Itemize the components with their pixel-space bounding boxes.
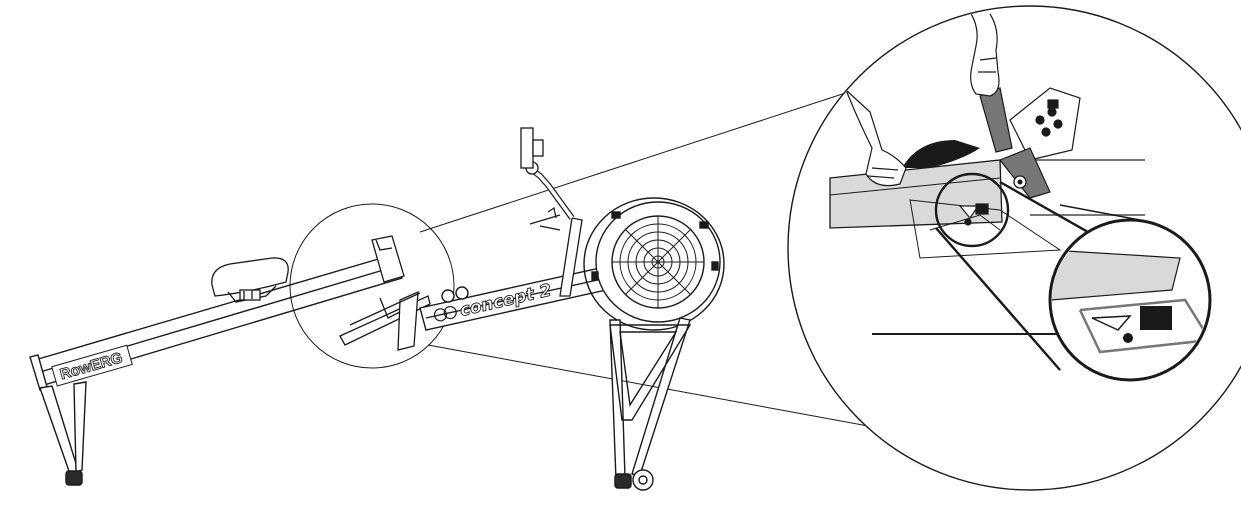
detail-circle-small: [289, 203, 455, 369]
hand-right: [969, 11, 1000, 97]
flywheel-housing: [583, 197, 725, 331]
rear-legs: [609, 317, 692, 491]
detail-view-content: [829, 11, 1212, 382]
performance-monitor: [520, 127, 544, 169]
handle: [529, 207, 561, 231]
seat: [211, 257, 289, 303]
foot-stretcher-small: [339, 290, 431, 351]
brand-logo-text: concept 2: [458, 280, 554, 321]
hand-left: [845, 89, 907, 187]
front-leg: [39, 381, 87, 486]
monitor-arm: [525, 161, 583, 297]
zoom-inner-circle: [1048, 218, 1212, 382]
rail-end-block: [371, 235, 405, 283]
